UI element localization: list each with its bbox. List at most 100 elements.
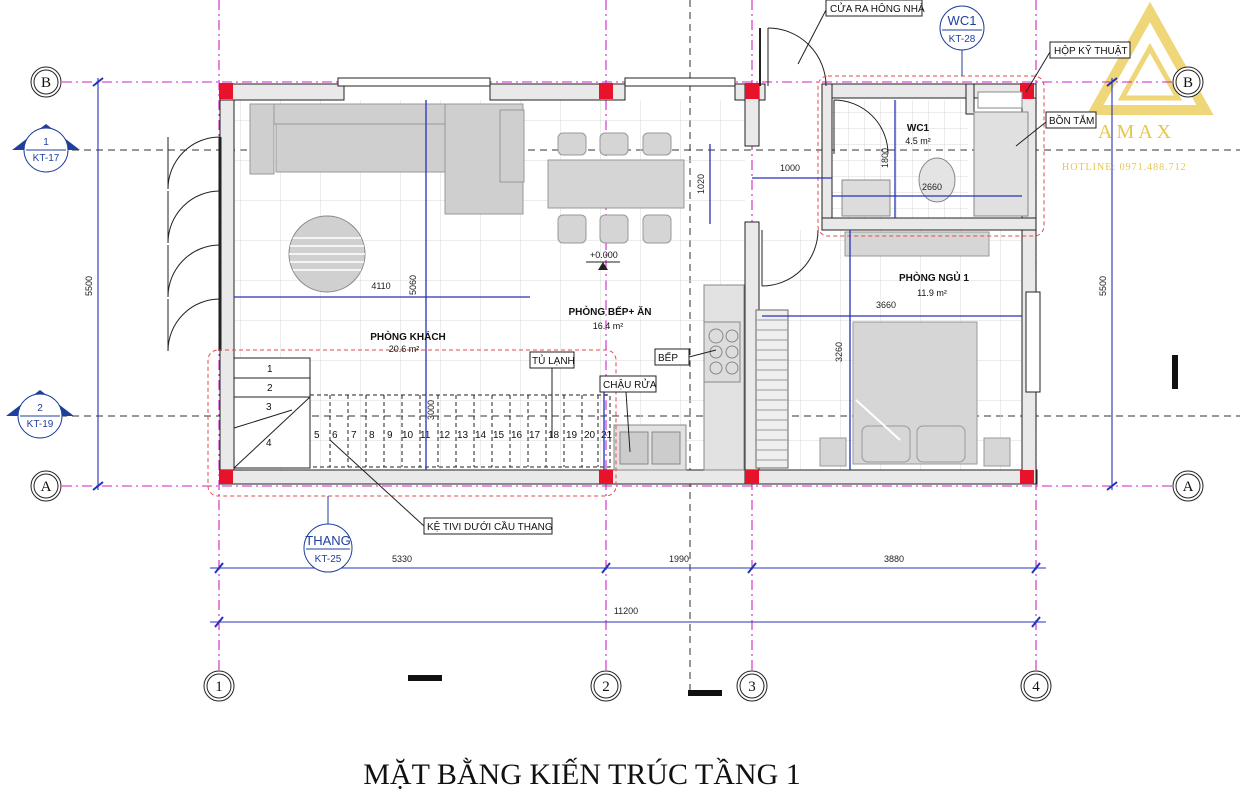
wc-door — [833, 99, 889, 155]
columns — [219, 83, 1034, 484]
dim-1020: 1020 — [696, 174, 706, 194]
section-tag-1-ref: KT-17 — [33, 153, 60, 164]
grid-label-4: 4 — [1032, 679, 1040, 695]
callout-back-door: CỬA RA HÔNG NHÀ — [797, 0, 925, 65]
detail-tag-stair-ref: KT-25 — [315, 554, 342, 565]
detail-tag-stair-name: THANG — [305, 533, 351, 548]
cut-marks — [408, 355, 1178, 696]
dimension-ticks — [92, 77, 1118, 628]
room-living-area: 20.6 m² — [389, 344, 420, 354]
room-bedroom-area: 11.9 m² — [917, 288, 947, 298]
brand-logo: AMAX HOTLINE: 0971.488.712 — [1062, 1, 1214, 173]
room-wc-area: 4.5 m² — [905, 136, 931, 146]
callout-sink: CHẬU RỬA — [599, 375, 657, 453]
callout-tv-shelf-text: KỆ TIVI DƯỚI CẦU THANG — [427, 520, 553, 533]
stair-railing — [755, 309, 789, 469]
dim-5500-left: 5500 — [84, 276, 94, 296]
grid-label-3: 3 — [748, 679, 756, 695]
brand-name: AMAX — [1098, 121, 1175, 143]
dim-2660: 2660 — [922, 182, 942, 192]
grid-bubbles — [30, 66, 1204, 702]
stair-step-10: 10 — [402, 430, 414, 441]
stair-step-17: 17 — [529, 430, 541, 441]
callout-fridge: TỦ LẠNH — [529, 351, 575, 438]
brand-hotline: HOTLINE: 0971.488.712 — [1062, 162, 1187, 173]
staircase: 1 2 3 4 5 6 7 8 9 10 11 12 13 14 15 16 1… — [233, 357, 613, 469]
callout-fridge-text: TỦ LẠNH — [532, 354, 575, 367]
stair-step-14: 14 — [475, 430, 487, 441]
grid-label-a-right: A — [1183, 479, 1194, 495]
internal-dimensions — [234, 100, 1022, 470]
dim-3660: 3660 — [876, 300, 896, 310]
detail-tag-wc1-ref: KT-28 — [949, 34, 976, 45]
callout-bathtub: BỒN TẮM — [1015, 111, 1097, 147]
revision-clouds — [207, 75, 1045, 497]
stair-step-20: 20 — [584, 430, 596, 441]
stair-step-21: 21 — [601, 430, 613, 441]
wc-fixtures — [841, 91, 1029, 217]
windows — [337, 77, 1041, 393]
dim-1000: 1000 — [780, 163, 800, 173]
room-living-name: PHÒNG KHÁCH — [370, 330, 446, 343]
section-tag-2-num: 2 — [37, 403, 43, 414]
room-kitchen-area: 16.4 m² — [593, 321, 624, 331]
stair-step-7: 7 — [351, 430, 357, 441]
stair-step-9: 9 — [387, 430, 393, 441]
dim-5060: 5060 — [408, 275, 418, 295]
room-kitchen-name: PHÒNG BẾP+ ĂN — [568, 305, 651, 318]
detail-tag-wc1-name: WC1 — [948, 13, 977, 28]
dim-5330: 5330 — [392, 554, 412, 564]
dim-4110: 4110 — [371, 281, 390, 291]
callout-bathtub-text: BỒN TẮM — [1049, 114, 1094, 127]
stair-step-6: 6 — [332, 430, 338, 441]
callout-stove-text: BẾP — [658, 351, 678, 364]
bedroom-door — [761, 229, 819, 287]
callout-back-door-text: CỬA RA HÔNG NHÀ — [830, 2, 925, 15]
room-wc-name: WC1 — [907, 123, 930, 134]
sofa-set — [249, 103, 525, 215]
level-marker: +0.000 — [586, 250, 620, 270]
grid-label-1: 1 — [215, 679, 223, 695]
detail-tag-stair: THANG KT-25 — [303, 496, 353, 573]
grid-label-a-left: A — [41, 479, 52, 495]
stair-step-8: 8 — [369, 430, 375, 441]
level-mark-text: +0.000 — [590, 250, 618, 260]
stair-step-19: 19 — [566, 430, 578, 441]
stair-step-3: 3 — [266, 402, 272, 413]
section-tag-2: 2 KT-19 — [6, 390, 74, 439]
section-tag-1: 1 KT-17 — [12, 124, 80, 173]
callout-tech-box: HỘP KỸ THUẬT — [1025, 41, 1131, 93]
stair-step-4: 4 — [266, 438, 272, 449]
dim-3880: 3880 — [884, 554, 904, 564]
dim-11200: 11200 — [614, 606, 638, 616]
callout-stove: BẾP — [654, 348, 717, 366]
grid-label-b-left: B — [41, 75, 51, 91]
room-bedroom-name: PHÒNG NGỦ 1 — [899, 271, 969, 284]
grid-label-2: 2 — [602, 679, 610, 695]
dim-5500-right: 5500 — [1098, 276, 1108, 296]
drawing-title: MẶT BẰNG KIẾN TRÚC TẦNG 1 — [363, 757, 801, 791]
coffee-table — [288, 215, 366, 293]
kitchen-counter — [613, 284, 745, 471]
external-dimensions — [97, 78, 1113, 623]
stair-step-15: 15 — [493, 430, 505, 441]
grid-label-b-right: B — [1183, 75, 1193, 91]
stair-step-1: 1 — [267, 364, 273, 375]
callout-tech-box-text: HỘP KỸ THUẬT — [1054, 44, 1128, 57]
stair-step-12: 12 — [439, 430, 451, 441]
dim-1990: 1990 — [669, 554, 689, 564]
stair-step-18: 18 — [548, 430, 560, 441]
section-tag-1-num: 1 — [43, 137, 49, 148]
callout-sink-text: CHẬU RỬA — [603, 378, 657, 391]
stair-step-16: 16 — [511, 430, 523, 441]
side-door — [759, 27, 827, 87]
dim-3260: 3260 — [834, 342, 844, 362]
callout-tv-shelf: KỆ TIVI DƯỚI CẦU THANG — [329, 439, 553, 535]
section-tag-2-ref: KT-19 — [27, 419, 54, 430]
stair-step-5: 5 — [314, 430, 320, 441]
left-folding-doors — [167, 136, 222, 352]
detail-tag-wc1: WC1 KT-28 — [939, 5, 985, 76]
stair-step-2: 2 — [267, 383, 273, 394]
dim-3000: 3000 — [426, 400, 436, 420]
